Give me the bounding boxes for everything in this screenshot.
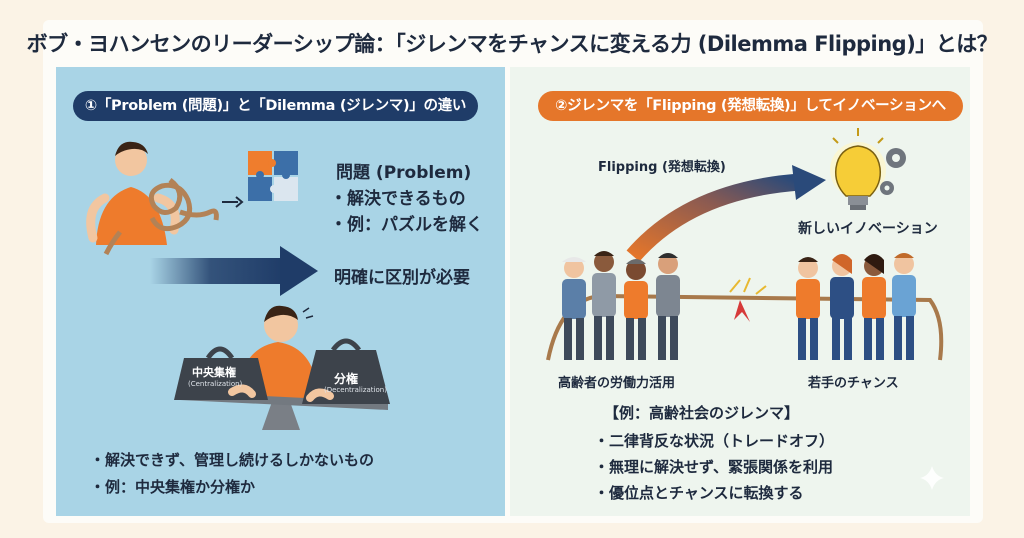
flipping-label: Flipping (発想転換) <box>598 160 726 175</box>
example-point-3: ・優位点とチャンスに転換する <box>594 484 804 502</box>
dilemma-point-1: ・解決できず、管理し続けるしかないもの <box>90 451 374 469</box>
left-panel-header: ①「Problem (問題)」と「Dilemma (ジレンマ)」の違い <box>73 91 478 121</box>
weight-left-sublabel: (Centralization) <box>188 380 243 388</box>
right-arrow-icon <box>150 246 318 296</box>
team-right-group <box>796 253 916 360</box>
team-left-group <box>562 251 680 360</box>
example-point-1: ・二律背反な状況（トレードオフ） <box>594 432 835 450</box>
right-panel-header: ②ジレンマを「Flipping (発想転換)」してイノベーションへ <box>538 91 963 121</box>
problem-title: 問題 (Problem) <box>336 163 472 183</box>
dilemma-point-2: ・例：中央集権か分権か <box>90 478 256 496</box>
sparkle-icon <box>920 466 944 490</box>
page-title: ボブ・ヨハンセンのリーダーシップ論：「ジレンマをチャンスに変える力 (Dilem… <box>26 32 998 56</box>
team-right-label: 若手のチャンス <box>808 376 899 391</box>
weight-left-label: 中央集権 <box>192 366 236 379</box>
weight-right-sublabel: (Decentralization) <box>324 386 387 394</box>
small-arrow-icon <box>222 196 244 208</box>
team-left-label: 高齢者の労働力活用 <box>558 376 676 391</box>
balance-scale-icon <box>174 305 390 430</box>
innovation-label: 新しいイノベーション <box>798 221 938 237</box>
flipping-arrow-icon <box>626 165 826 262</box>
lightbulb-gears-icon <box>830 128 906 210</box>
example-point-2: ・無理に解決せず、緊張関係を利用 <box>594 458 833 476</box>
person-with-rope-icon <box>86 141 219 256</box>
puzzle-icon <box>248 151 298 201</box>
problem-point-2: ・例：パズルを解く <box>330 215 483 235</box>
weight-right-label: 分権 <box>334 372 359 386</box>
distinction-label: 明確に区別が必要 <box>334 268 470 288</box>
example-title: 【例：高齢社会のジレンマ】 <box>604 404 800 422</box>
problem-point-1: ・解決できるもの <box>330 189 466 209</box>
